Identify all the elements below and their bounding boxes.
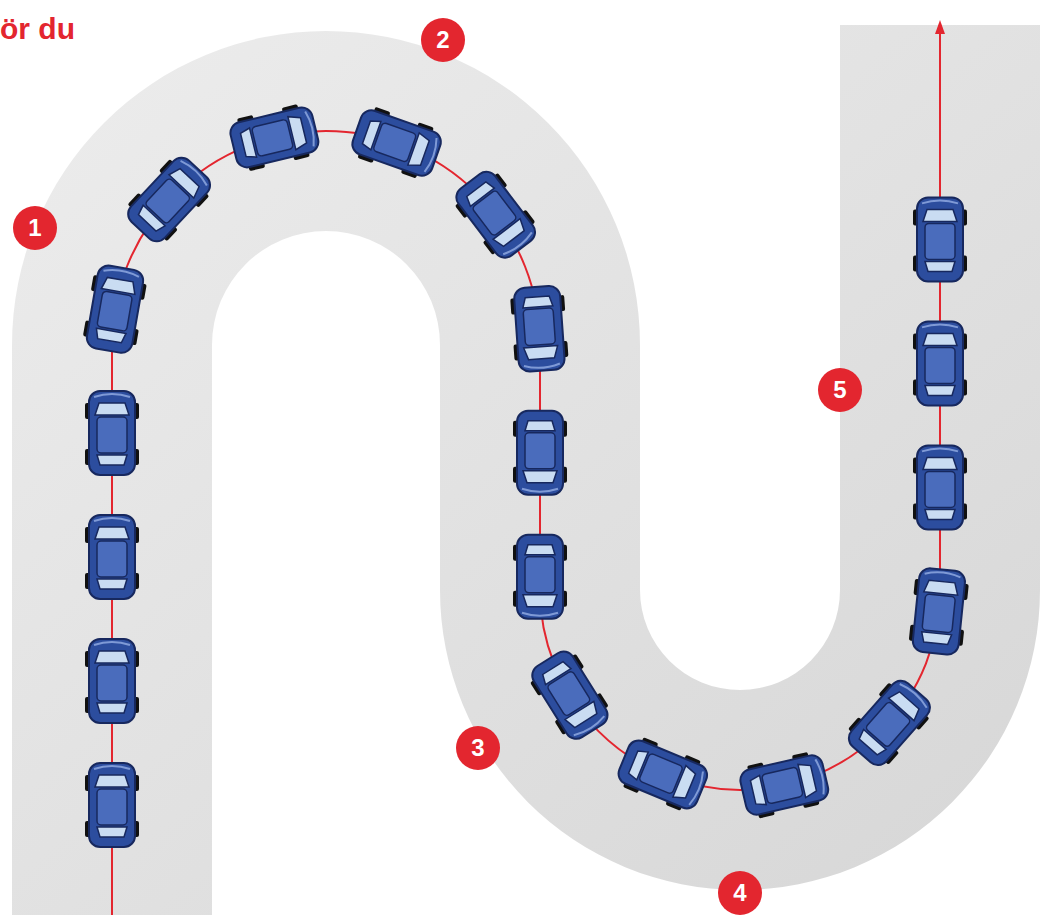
car-icon (513, 411, 567, 495)
car-icon (841, 674, 937, 773)
car-icon (908, 567, 970, 656)
car-icon (227, 101, 321, 173)
car-group (81, 101, 970, 847)
car-icon (513, 535, 567, 619)
car-icon (348, 104, 445, 183)
car-icon (85, 515, 139, 599)
heading-text: ör du (0, 12, 75, 46)
callout-number: 5 (818, 368, 862, 412)
car-icon (913, 197, 967, 281)
car-icon (85, 763, 139, 847)
car-icon (913, 445, 967, 529)
car-icon (614, 733, 712, 815)
road-shape (12, 25, 1040, 915)
car-icon (510, 285, 570, 373)
car-icon (449, 165, 543, 265)
route-line (112, 32, 940, 915)
callout-number: 1 (13, 206, 57, 250)
car-icon (737, 749, 831, 821)
car-icon (81, 263, 149, 355)
car-icon (913, 321, 967, 405)
car-icon (121, 150, 218, 248)
callout-number: 3 (456, 726, 500, 770)
car-icon (85, 639, 139, 723)
callout-number: 2 (421, 18, 465, 62)
callout-number: 4 (718, 871, 762, 915)
car-icon (85, 391, 139, 475)
car-icon (525, 645, 615, 745)
route-arrowhead (935, 20, 945, 34)
